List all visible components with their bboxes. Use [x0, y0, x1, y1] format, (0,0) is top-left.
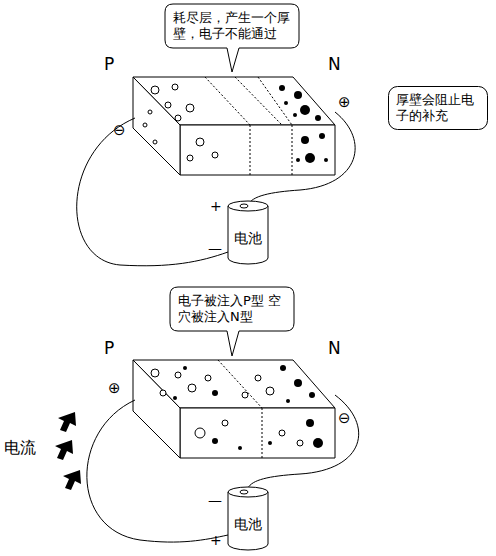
label: ⊕	[108, 380, 121, 396]
callout-text: 耗尽层，产生一个厚壁，电子不能通过	[173, 10, 291, 42]
label: —	[208, 492, 222, 508]
battery-label: 电池	[228, 230, 268, 246]
callout-text: 电子被注入P型 空穴被注入N型	[178, 293, 286, 325]
callout-text: 厚壁会阻止电子的补充	[396, 92, 480, 124]
pn-block	[133, 360, 335, 458]
label: P	[104, 56, 114, 72]
label: +	[210, 532, 222, 548]
pn-block	[133, 77, 335, 175]
label: ⊖	[113, 122, 126, 138]
label: N	[328, 56, 341, 72]
label: —	[208, 240, 222, 256]
wire	[87, 400, 228, 542]
callout-bubble: 电子被注入P型 空穴被注入N型	[170, 287, 294, 331]
note-box: 厚壁会阻止电子的补充	[388, 86, 488, 130]
battery: 电池	[226, 486, 270, 550]
label: 电流	[4, 440, 36, 456]
label: ⊕	[338, 94, 351, 110]
current-arrow	[55, 412, 81, 490]
wire	[248, 112, 355, 205]
callout-bubble: 耗尽层，产生一个厚壁，电子不能通过	[165, 4, 299, 48]
label: +	[210, 198, 222, 214]
wire	[77, 118, 228, 266]
label: N	[328, 340, 341, 356]
battery-label: 电池	[228, 516, 268, 532]
wire	[248, 395, 359, 488]
label: P	[104, 340, 114, 356]
label: ⊖	[338, 410, 351, 426]
battery: 电池	[226, 200, 270, 264]
